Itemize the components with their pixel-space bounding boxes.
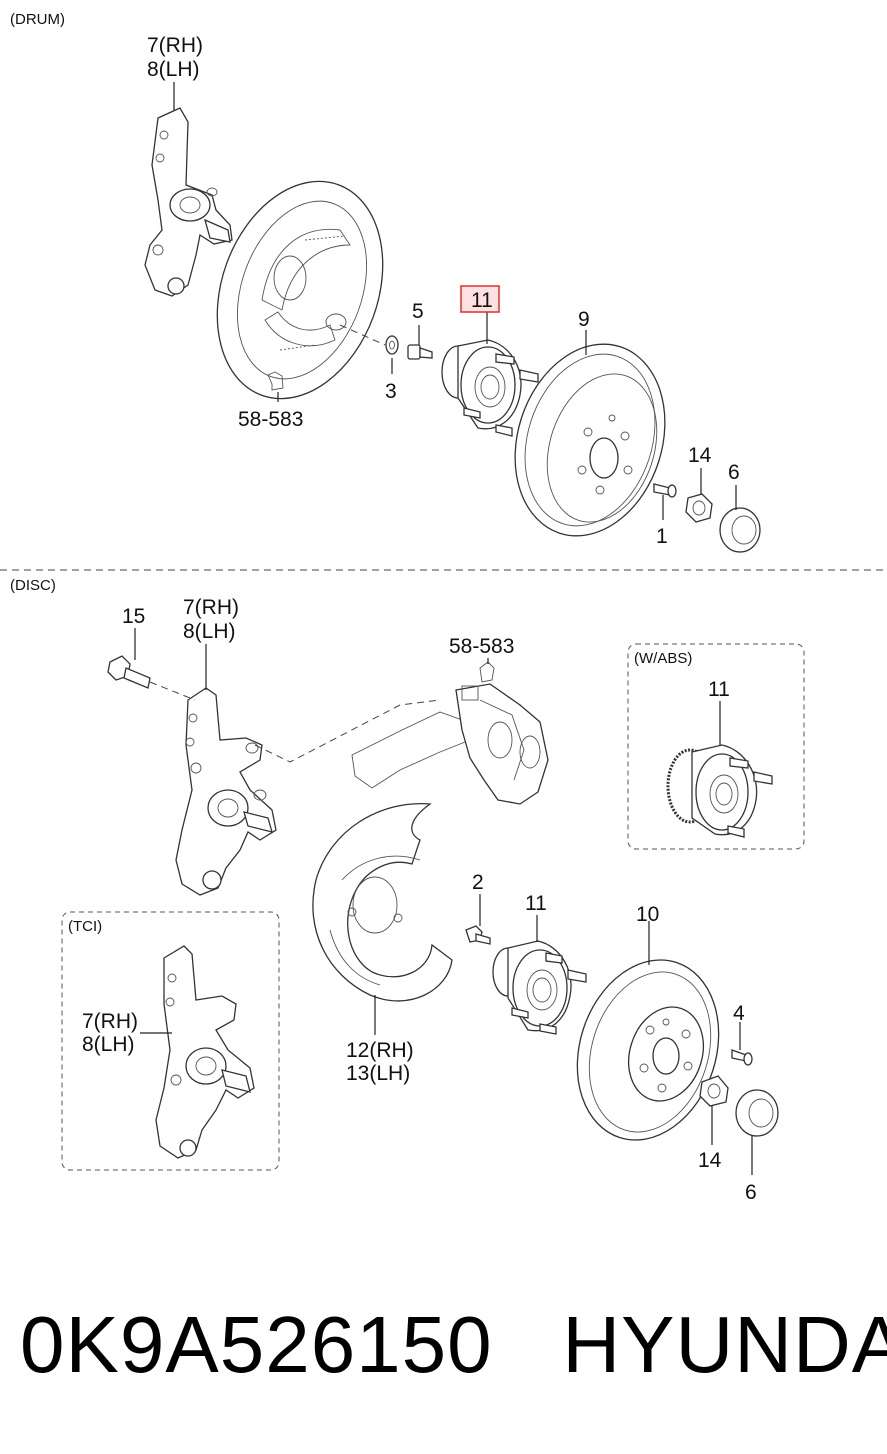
disc-label-7rh: 7(RH): [183, 596, 239, 619]
disc-label-2: 2: [472, 871, 484, 894]
drum-label-14: 14: [688, 444, 712, 467]
brand-name: HYUNDAI: [562, 1300, 887, 1389]
steering-knuckle-drum: [144, 107, 233, 297]
section-label-drum: (DRUM): [10, 11, 65, 28]
part-15-bolt: [107, 655, 151, 689]
highlight-box-part-11: [460, 285, 500, 313]
abs-hub-part-11: [666, 744, 773, 838]
part-6-cap-disc: [735, 1089, 779, 1137]
part-11-hub-drum: [441, 339, 539, 437]
disc-label-13lh: 13(LH): [346, 1062, 410, 1085]
disc-label-15: 15: [122, 605, 145, 628]
part-12-13-dust-shield: [312, 803, 453, 1002]
drum-label-58-583: 58-583: [238, 408, 303, 431]
disc-label-12rh: 12(RH): [346, 1039, 414, 1062]
disc-label-10: 10: [636, 903, 659, 926]
part-3-washer: [385, 335, 399, 355]
steering-knuckle-disc: [175, 687, 277, 896]
tci-inset-box: [61, 911, 280, 1171]
drum-label-11: 11: [471, 289, 493, 312]
drum-label-7rh: 7(RH): [147, 34, 203, 57]
drum-label-8lh: 8(LH): [147, 58, 200, 81]
drum-label-3: 3: [385, 380, 397, 403]
part-14-nut-disc: [699, 1075, 729, 1107]
section-label-tci: (TCI): [68, 918, 102, 935]
drum-label-1: 1: [656, 525, 668, 548]
part-11-hub-disc: [492, 940, 587, 1035]
part-2-bolt: [465, 925, 491, 945]
part-14-nut-drum: [685, 493, 713, 523]
part-number: 0K9A526150: [20, 1300, 493, 1389]
wabs-inset-box: [627, 643, 805, 850]
drum-backing-plate: [216, 180, 384, 400]
disc-label-4: 4: [733, 1002, 745, 1025]
disc-label-58-583: 58-583: [449, 635, 514, 658]
brake-caliper: [351, 683, 549, 805]
abs-label-11: 11: [708, 678, 730, 701]
exploded-parts-diagram: (DRUM) 7(RH) 8(LH) 58-583 3: [0, 11, 887, 1204]
disc-label-6: 6: [745, 1181, 757, 1204]
tci-label-8lh: 8(LH): [82, 1033, 135, 1056]
tci-knuckle: [155, 945, 255, 1159]
drum-label-6: 6: [728, 461, 740, 484]
drum-label-9: 9: [578, 308, 590, 331]
drum-label-5: 5: [412, 300, 424, 323]
part-number-caption: 0K9A526150 HYUNDAI: [20, 1295, 887, 1395]
disc-label-14: 14: [698, 1149, 722, 1172]
disc-label-8lh: 8(LH): [183, 620, 236, 643]
part-6-cap-drum: [719, 507, 761, 553]
section-label-disc: (DISC): [10, 577, 56, 594]
part-10-brake-disc: [576, 959, 720, 1141]
section-label-wabs: (W/ABS): [634, 650, 692, 667]
part-9-brake-drum: [514, 343, 666, 537]
part-5-bolt: [407, 344, 433, 360]
part-4-screw: [731, 1049, 753, 1066]
disc-label-11: 11: [525, 892, 547, 915]
tci-label-7rh: 7(RH): [82, 1010, 138, 1033]
part-1-screw: [653, 483, 677, 498]
